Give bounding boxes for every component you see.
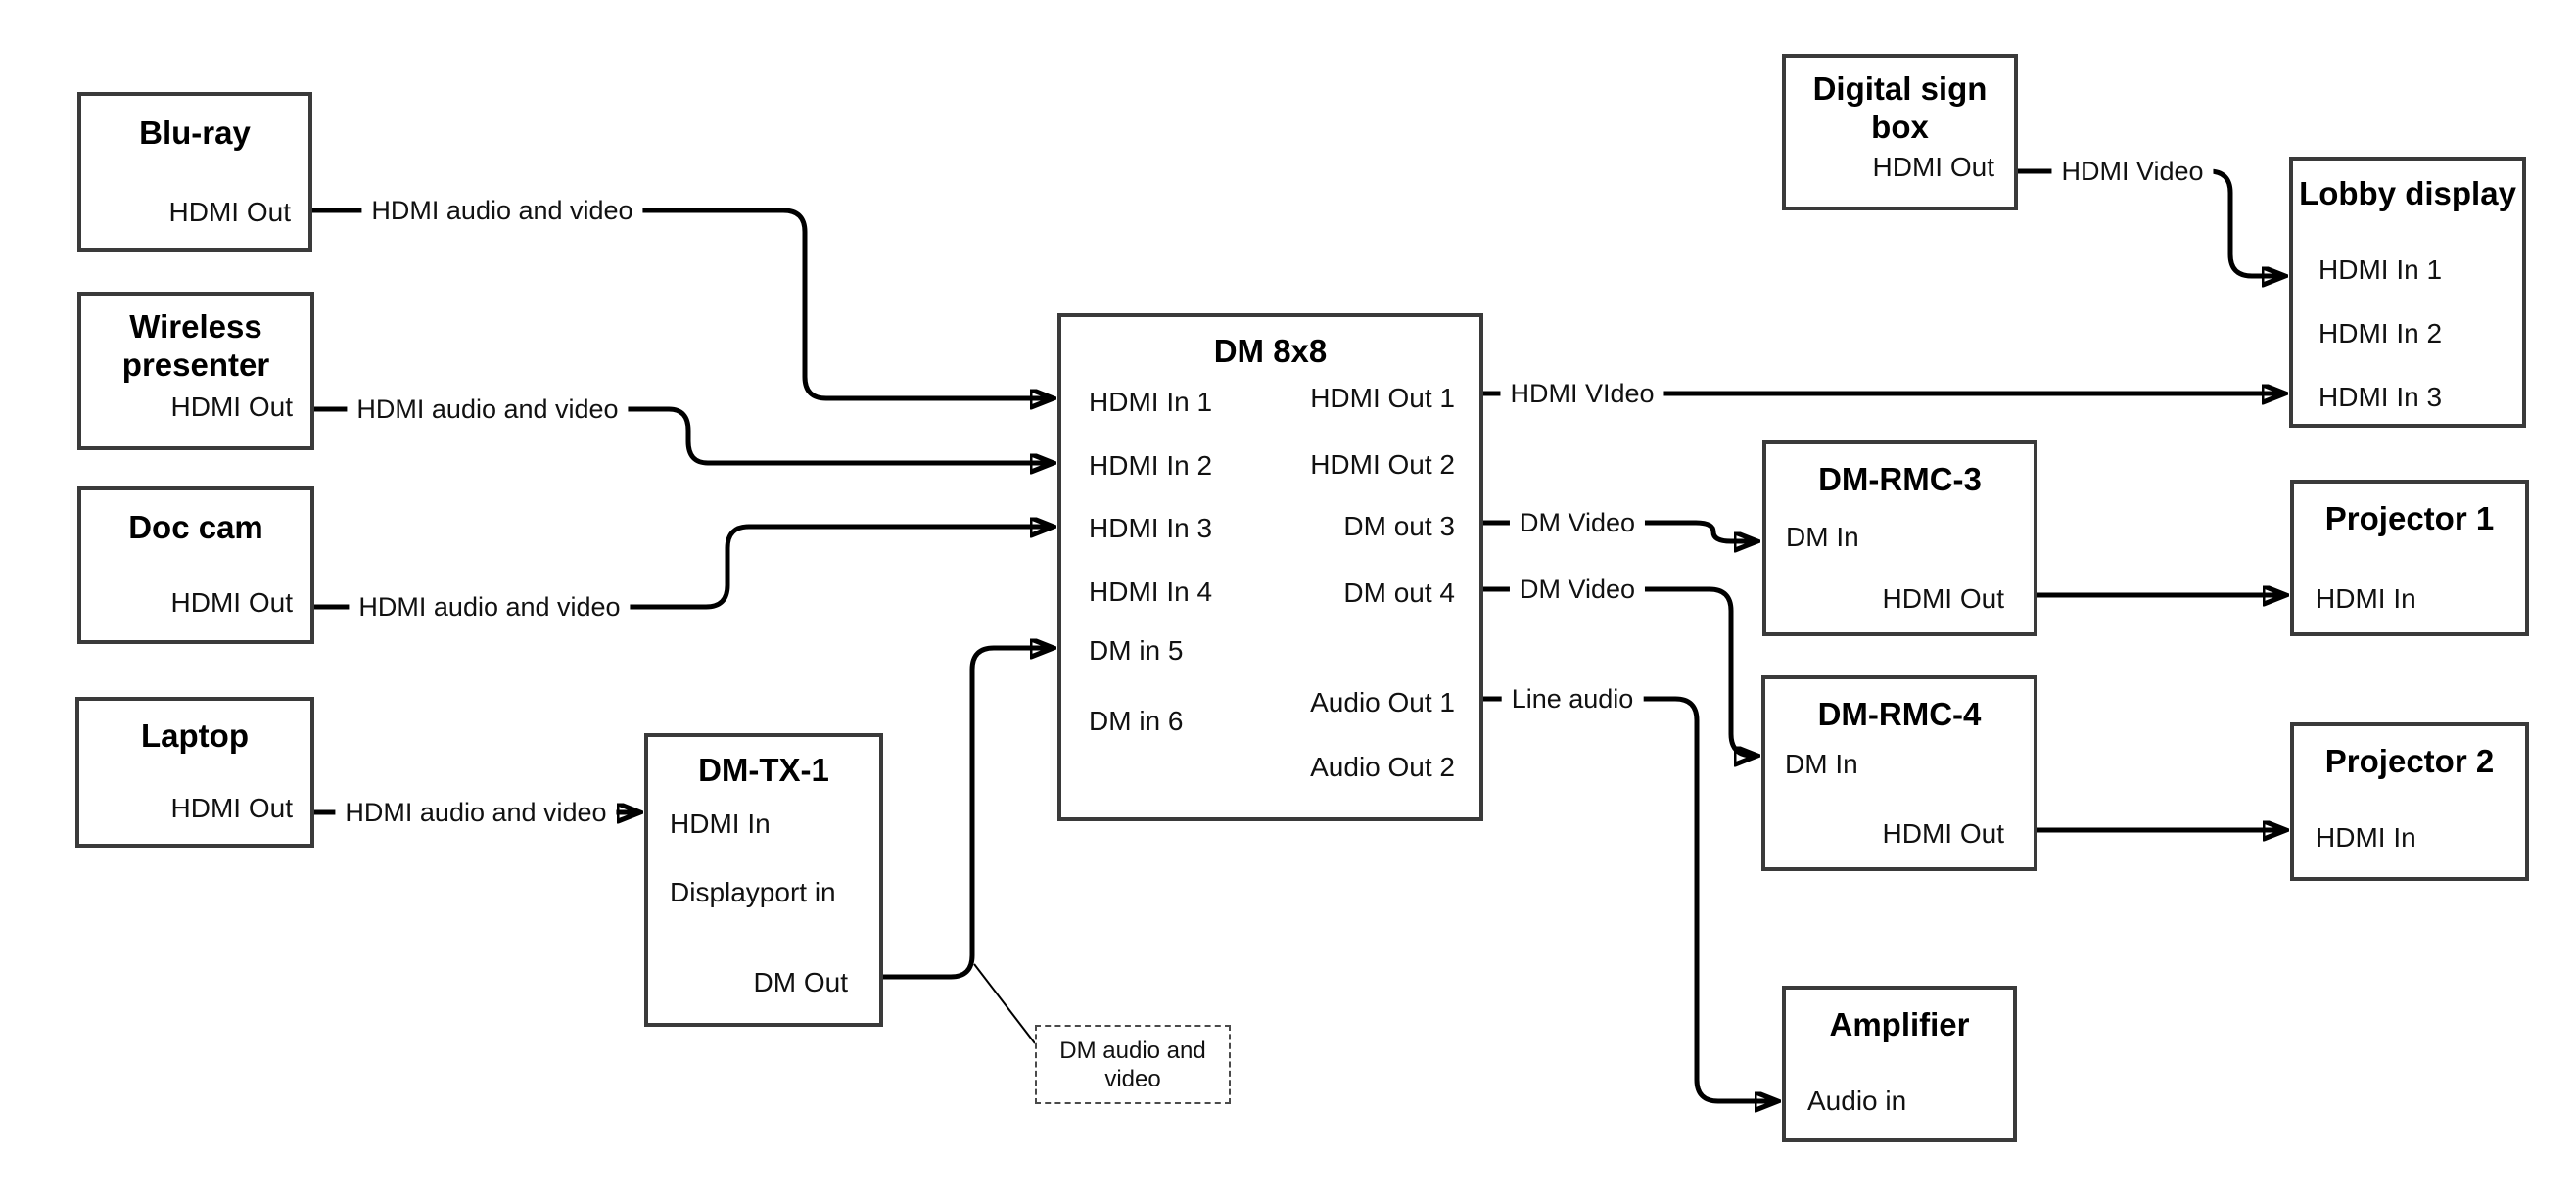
port-wireless-hdmi-out: HDMI Out [170,392,293,422]
node-amplifier: Amplifier Audio in [1782,986,2017,1142]
port-laptop-hdmi-out: HDMI Out [170,793,293,823]
wire-digitalsign-to-lobby-hdmi-in-1 [2018,168,2285,276]
node-dmrmc4-title: DM-RMC-4 [1817,696,1982,732]
annotation-dm-audio-and-video: DM audio and video [1035,1025,1231,1104]
wire-label-hdmi-video-out1: HDMI VIdeo [1500,378,1664,409]
node-bluray-title: Blu-ray [139,115,251,151]
node-digital-sign-box: Digital sign box HDMI Out [1782,54,2018,210]
port-dmtx1-dm-out: DM Out [753,967,848,997]
node-dm-rmc-4: DM-RMC-4 DM In HDMI Out [1761,675,2037,871]
node-wireless-title: Wireless presenter [121,308,270,383]
wire-dm8x8-audio-out-1-to-amp-audio-in [1483,696,1778,1101]
wire-label-digitalsign-hdmi-video: HDMI Video [2051,156,2214,187]
port-lobby-hdmi-in-3: HDMI In 3 [2318,382,2443,412]
port-dmtx1-displayport-in: Displayport in [670,877,836,907]
port-dmrmc3-hdmi-out: HDMI Out [1882,583,2004,614]
port-dm8x8-dm-out-4: DM out 4 [1343,577,1455,608]
node-proj2-title: Projector 2 [2324,743,2495,779]
port-dm8x8-hdmi-in-4: HDMI In 4 [1089,577,1213,607]
port-digitalsign-hdmi-out: HDMI Out [1872,152,1994,182]
node-lobby-display: Lobby display HDMI In 1 HDMI In 2 HDMI I… [2289,157,2526,428]
wire-bluray-to-dm8x8-hdmi-in-1 [312,208,1054,398]
port-bluray-hdmi-out: HDMI Out [168,197,291,227]
node-projector-2: Projector 2 HDMI In [2290,722,2529,881]
wire-label-doccam-hdmi-av: HDMI audio and video [349,591,631,623]
node-laptop: Laptop HDMI Out [75,697,314,848]
node-amp-title: Amplifier [1829,1006,1970,1042]
port-dm8x8-audio-out-1: Audio Out 1 [1310,687,1455,717]
port-dm8x8-hdmi-in-2: HDMI In 2 [1089,450,1213,481]
wire-label-line-audio: Line audio [1501,683,1644,715]
node-doccam-title: Doc cam [128,509,263,545]
node-bluray: Blu-ray HDMI Out [77,92,312,252]
port-dmrmc4-dm-in: DM In [1785,749,1858,779]
wire-dmtx1-dmout-to-dm8x8-dm-in-5 [883,648,1054,980]
node-dm-tx-1: DM-TX-1 HDMI In Displayport in DM Out [644,733,883,1027]
node-doc-cam: Doc cam HDMI Out [77,486,314,644]
node-lobby-title: Lobby display [2299,175,2516,211]
port-dm8x8-hdmi-in-1: HDMI In 1 [1089,387,1213,417]
wire-label-dm-video-out4: DM Video [1509,574,1646,605]
port-dm8x8-audio-out-2: Audio Out 2 [1310,752,1455,782]
wire-label-wireless-hdmi-av: HDMI audio and video [347,393,629,425]
port-dm8x8-dm-in-5: DM in 5 [1089,635,1184,666]
annotation-leader-line [973,963,1036,1044]
port-proj2-hdmi-in: HDMI In [2316,822,2416,853]
port-dm8x8-dm-out-3: DM out 3 [1343,511,1455,541]
port-dmrmc3-dm-in: DM In [1786,522,1859,552]
port-dm8x8-hdmi-in-3: HDMI In 3 [1089,513,1213,543]
node-dmrmc3-title: DM-RMC-3 [1818,461,1982,497]
node-dmtx1-title: DM-TX-1 [698,752,829,788]
port-lobby-hdmi-in-1: HDMI In 1 [2318,254,2443,285]
port-proj1-hdmi-in: HDMI In [2316,583,2416,614]
wire-label-bluray-hdmi-av: HDMI audio and video [361,195,643,226]
wire-label-dm-video-out3: DM Video [1509,507,1646,538]
port-dmtx1-hdmi-in: HDMI In [670,808,771,839]
node-proj1-title: Projector 1 [2324,500,2495,536]
node-projector-1: Projector 1 HDMI In [2290,480,2529,636]
port-amp-audio-in: Audio in [1807,1086,1907,1116]
node-dm-8x8: DM 8x8 HDMI In 1 HDMI In 2 HDMI In 3 HDM… [1057,313,1483,821]
node-laptop-title: Laptop [141,717,249,754]
port-doccam-hdmi-out: HDMI Out [170,587,293,618]
port-dm8x8-dm-in-6: DM in 6 [1089,706,1184,736]
node-dm8x8-title: DM 8x8 [1213,333,1328,369]
port-dm8x8-hdmi-out-2: HDMI Out 2 [1310,449,1455,480]
wire-label-laptop-hdmi-av: HDMI audio and video [335,797,617,828]
wire-dm8x8-dm-out-4-to-dmrmc4-dm-in [1483,586,1757,756]
annotation-text: DM audio and video [1059,1038,1206,1092]
port-dm8x8-hdmi-out-1: HDMI Out 1 [1310,383,1455,413]
node-wireless-presenter: Wireless presenter HDMI Out [77,292,314,450]
node-digitalsign-title: Digital sign box [1812,70,1988,145]
node-dm-rmc-3: DM-RMC-3 DM In HDMI Out [1762,440,2037,636]
port-dmrmc4-hdmi-out: HDMI Out [1882,818,2004,849]
port-lobby-hdmi-in-2: HDMI In 2 [2318,318,2443,348]
